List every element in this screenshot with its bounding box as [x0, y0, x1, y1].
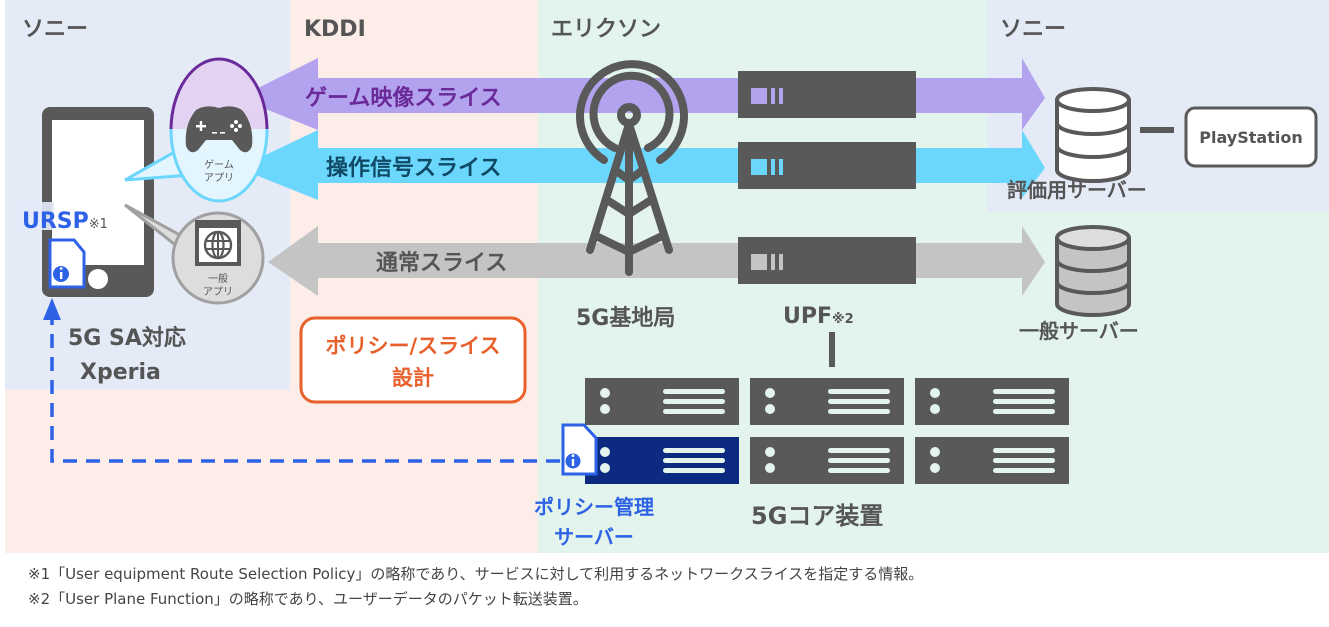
region-label-kddi: KDDI [304, 17, 366, 42]
region-label-sony-left: ソニー [22, 17, 88, 42]
policy-server-line1: ポリシー管理 [534, 495, 654, 519]
policy-slice-design-box [299, 316, 527, 404]
gamepad-icon [185, 106, 253, 153]
upf-connector-line [829, 332, 835, 367]
svg-text:URSP※1: URSP※1 [22, 209, 108, 234]
general-server-database-icon [1055, 225, 1131, 317]
core-label: 5Gコア装置 [751, 502, 883, 530]
slice-label-game-video: ゲーム映像スライス [305, 85, 502, 111]
upf-unit-game [738, 71, 916, 118]
region-label-sony-right: ソニー [1000, 17, 1066, 42]
upf-unit-control [738, 142, 916, 189]
base-station-tower-icon [576, 60, 688, 276]
device-name-line1: 5G SA対応 [68, 325, 186, 351]
core-server-unit [585, 378, 739, 425]
game-app-label-line1: ゲーム [204, 159, 234, 171]
policy-management-server-unit [585, 437, 739, 484]
eval-server-label: 評価用サーバー [1007, 178, 1147, 202]
core-server-unit [750, 437, 904, 484]
ursp-delivery-dashed-arrow [43, 298, 560, 463]
region-label-ericsson: エリクソン [551, 17, 661, 42]
footnote-2: ※2「User Plane Function」の略称であり、ユーザーデータのパケ… [28, 590, 588, 608]
upf-label: UPF [783, 304, 832, 329]
game-app-label-line2: アプリ [204, 172, 234, 184]
footnotes: ※1「User equipment Route Selection Policy… [28, 562, 923, 612]
policy-design-line2: 設計 [392, 366, 434, 390]
core-server-unit [915, 378, 1069, 425]
device-name-line2: Xperia [80, 360, 161, 385]
core-server-unit [915, 437, 1069, 484]
policy-document-icon [561, 423, 598, 476]
sony-right-region [987, 0, 1329, 212]
footnote-1: ※1「User equipment Route Selection Policy… [28, 565, 924, 583]
browser-globe-icon [195, 220, 241, 266]
ursp-note: ※1 [89, 217, 108, 232]
playstation-box [1184, 106, 1318, 168]
slice-label-control-signal: 操作信号スライス [326, 155, 501, 181]
eval-server-database-icon [1055, 87, 1131, 183]
ursp-label: URSP [22, 209, 89, 234]
policy-design-line1: ポリシー/スライス [325, 334, 500, 358]
playstation-label: PlayStation [1199, 128, 1302, 147]
ursp-label-bg [18, 202, 54, 230]
eval-to-playstation-connector [1140, 127, 1174, 133]
general-app-label-line1: 一般 [208, 272, 228, 285]
upf-note: ※2 [832, 312, 854, 327]
svg-text:UPF※2: UPF※2 [783, 304, 854, 329]
base-station-label: 5G基地局 [576, 306, 675, 331]
policy-server-line2: サーバー [554, 525, 634, 549]
general-app-label-line2: アプリ [203, 286, 233, 298]
slice-label-normal: 通常スライス [376, 250, 507, 276]
core-server-unit [750, 378, 904, 425]
upf-unit-normal [738, 237, 916, 284]
general-server-label: 一般サーバー [1019, 319, 1139, 343]
ursp-document-icon [48, 238, 86, 289]
